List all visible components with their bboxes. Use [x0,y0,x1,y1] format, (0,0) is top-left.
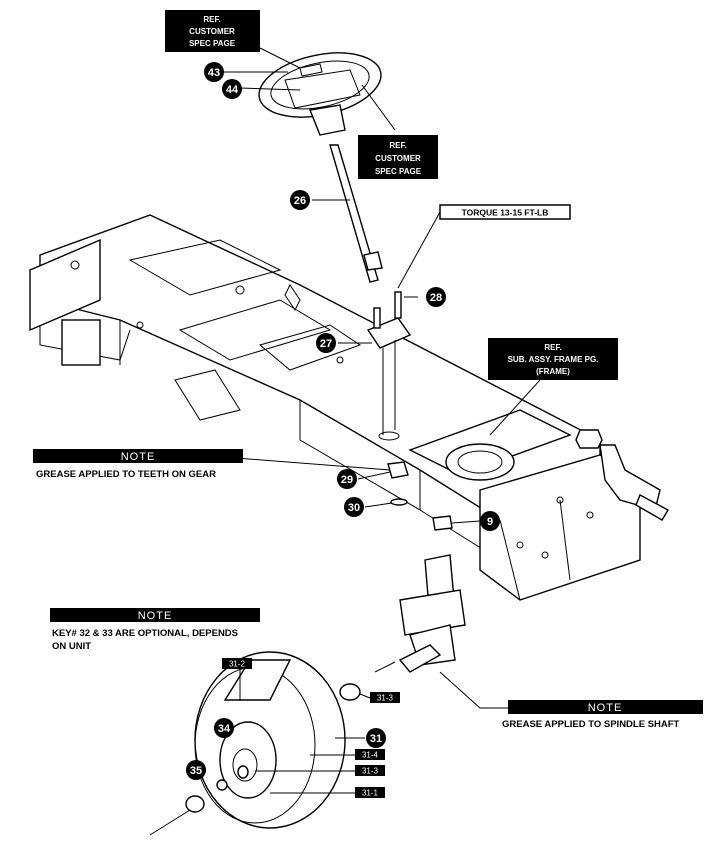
svg-text:31-3: 31-3 [362,767,379,776]
callout-26: 26 [290,190,310,210]
subcallout-31-1: 31-1 [355,787,385,798]
note-spindle-heading: NOTE [588,702,623,714]
svg-text:31: 31 [370,733,382,745]
subcallout-31-3-upper: 31-3 [370,692,400,703]
callout-9: 9 [480,511,500,531]
callout-34: 34 [214,718,234,738]
ref-right-line1: REF. [389,141,406,150]
note-optional-line1: KEY# 32 & 33 ARE OPTIONAL, DEPENDS [52,628,238,639]
steering-wheel [258,52,382,136]
note-optional-heading: NOTE [138,610,173,622]
subcallout-31-4: 31-4 [355,749,385,760]
note-gear: NOTE GREASE APPLIED TO TEETH ON GEAR [33,449,243,480]
frame-assembly [29,214,669,673]
subcallout-31-3-lower: 31-3 [355,765,385,776]
callout-28: 28 [426,287,446,307]
svg-text:43: 43 [208,67,220,79]
svg-text:27: 27 [320,338,332,350]
ref-frame-line3: (FRAME) [536,367,570,376]
callout-30: 30 [344,497,364,517]
subcallout-31-2: 31-2 [222,658,252,669]
svg-text:31-2: 31-2 [229,660,246,669]
callout-44: 44 [222,79,242,99]
ref-top-line3: SPEC PAGE [189,39,236,48]
callout-43: 43 [204,62,224,82]
svg-text:31-4: 31-4 [362,751,379,760]
note-spindle: NOTE GREASE APPLIED TO SPINDLE SHAFT [502,700,703,730]
svg-text:44: 44 [226,84,239,96]
torque-text: TORQUE 13-15 FT-LB [462,208,549,218]
callout-29: 29 [337,469,357,489]
svg-text:31-3: 31-3 [377,694,394,703]
svg-text:9: 9 [487,516,493,528]
svg-text:30: 30 [348,502,360,514]
pivot-bracket [366,291,412,441]
ref-right-line2: CUSTOMER [375,154,421,163]
callout-31: 31 [366,728,386,748]
ref-right-line3: SPEC PAGE [375,167,422,176]
note-gear-text: GREASE APPLIED TO TEETH ON GEAR [36,469,216,480]
front-wheel [149,651,361,836]
svg-text:29: 29 [341,474,353,486]
note-spindle-text: GREASE APPLIED TO SPINDLE SHAFT [502,719,680,730]
ref-top-line2: CUSTOMER [189,27,235,36]
callout-35: 35 [186,760,206,780]
ref-frame-line1: REF. [544,343,561,352]
note-optional-keys: NOTE KEY# 32 & 33 ARE OPTIONAL, DEPENDS … [50,608,260,652]
note-gear-heading: NOTE [121,451,156,463]
svg-text:34: 34 [218,723,231,735]
ref-box-frame: REF. SUB. ASSY. FRAME PG. (FRAME) [488,338,618,380]
svg-text:31-1: 31-1 [362,789,379,798]
ref-frame-line2: SUB. ASSY. FRAME PG. [508,355,599,364]
steering-shaft [329,144,383,283]
ref-top-line1: REF. [203,15,220,24]
pinion-gear-parts [387,461,453,531]
note-optional-line2: ON UNIT [52,641,91,652]
ref-box-steering-right: REF. CUSTOMER SPEC PAGE [358,135,438,179]
torque-label: TORQUE 13-15 FT-LB [439,204,571,220]
svg-text:26: 26 [294,195,306,207]
ref-box-steering-top: REF. CUSTOMER SPEC PAGE [165,10,260,52]
svg-text:35: 35 [190,765,202,777]
svg-text:28: 28 [430,292,442,304]
callout-27: 27 [316,333,336,353]
